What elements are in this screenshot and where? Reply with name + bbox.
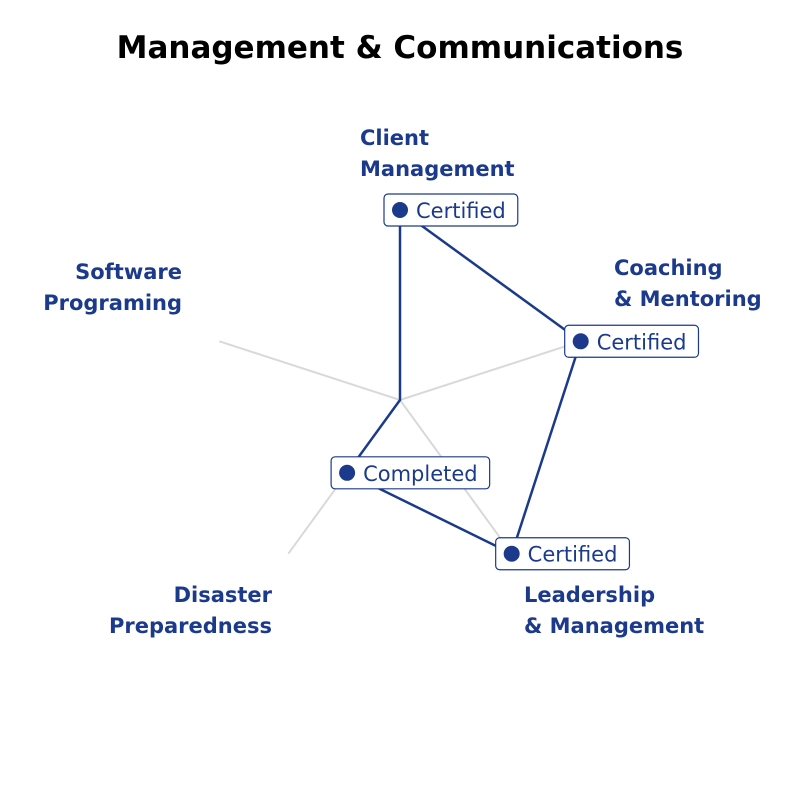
point-label-text: Certified (416, 199, 506, 223)
point-label-text: Completed (363, 462, 478, 486)
axis-label-line: Programing (43, 291, 182, 315)
data-point (392, 202, 408, 218)
axis-label-line: Leadership (524, 583, 655, 607)
series-line (345, 208, 582, 555)
point-label-box (495, 537, 631, 571)
point-label-text: Certified (597, 330, 687, 354)
axis-label-line: Client (360, 126, 429, 150)
axis-label: Coaching & Mentoring (614, 256, 762, 311)
data-point (503, 545, 520, 562)
point-label: Certified (564, 324, 700, 358)
point-label-box (383, 193, 519, 227)
point-label-box (564, 324, 700, 358)
radar-series (345, 208, 582, 555)
axis-label-line: Disaster (174, 583, 273, 607)
axis-line (218, 340, 401, 401)
axis-label-line: & Management (524, 614, 704, 638)
data-point (572, 333, 589, 350)
axis-label-line: Management (360, 157, 515, 181)
axis-label-line: & Mentoring (614, 287, 762, 311)
point-label: Certified (495, 537, 631, 571)
point-label-text: Certified (528, 543, 618, 567)
axis-label-line: Coaching (614, 256, 723, 280)
axis-line (399, 340, 582, 401)
axis-label: Leadership & Management (524, 583, 704, 638)
axis-label-line: Software (75, 260, 182, 284)
chart-title: Management & Communications (117, 30, 684, 66)
axis-label-line: Preparedness (109, 614, 272, 638)
point-label: Completed (330, 456, 491, 490)
data-point (339, 464, 356, 481)
point-label: Certified (383, 193, 519, 227)
point-label-box (330, 456, 491, 490)
